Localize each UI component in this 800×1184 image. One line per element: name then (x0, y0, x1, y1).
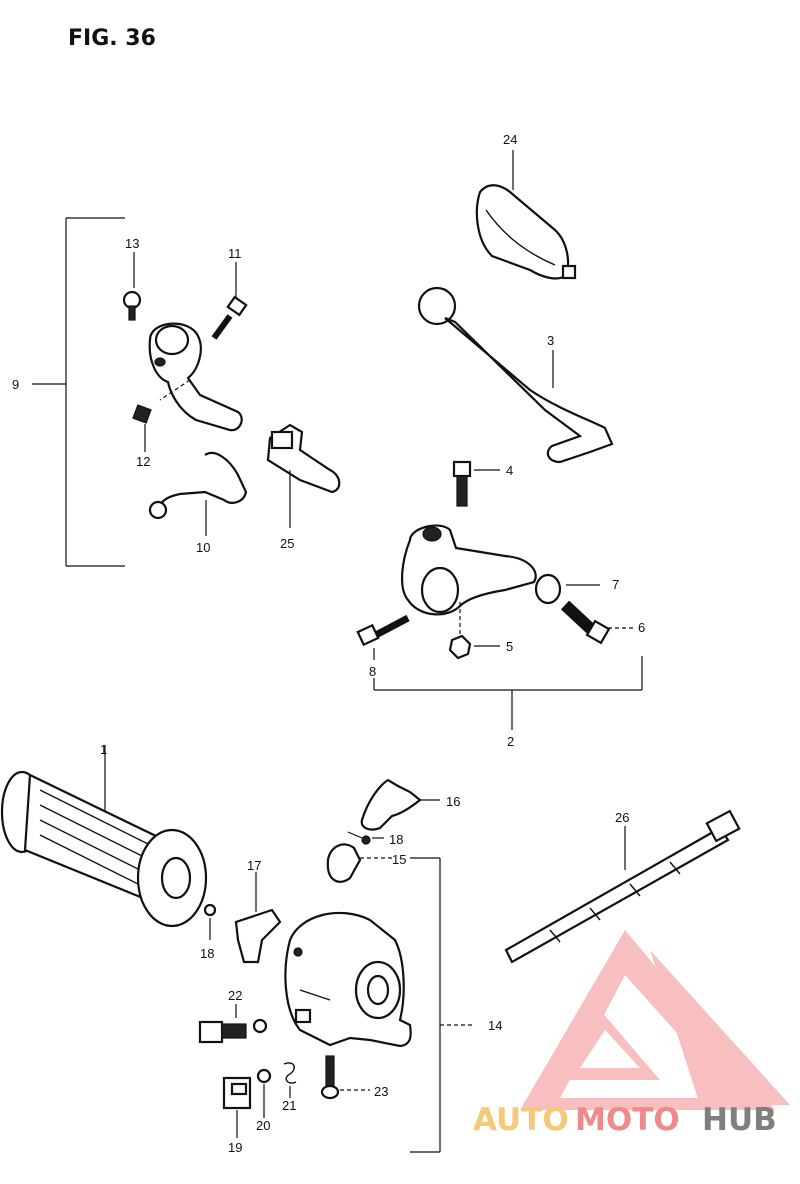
part-11-bolt (211, 262, 248, 340)
part-12-set-screw (132, 404, 152, 452)
callout-25: 25 (280, 536, 294, 551)
callout-12: 12 (136, 454, 150, 469)
part-7-washer (534, 573, 600, 605)
callout-5: 5 (506, 639, 513, 654)
watermark-part1: AUTO (473, 1102, 569, 1138)
callout-18-upper: 18 (389, 832, 403, 847)
part-10-lever (148, 451, 248, 536)
watermark-logo-icon (520, 930, 790, 1110)
callout-1: 1 (100, 742, 107, 757)
callout-17: 17 (247, 858, 261, 873)
watermark-part3: HUB (702, 1102, 777, 1138)
callout-8: 8 (369, 664, 376, 679)
part-14-switch-housing (284, 911, 412, 1048)
callout-20: 20 (256, 1118, 270, 1133)
callout-15: 15 (392, 852, 406, 867)
part-26-cable-tie (504, 809, 741, 964)
part-17-switch-plate (234, 872, 282, 964)
callout-18-lower: 18 (200, 946, 214, 961)
part-20-ball (256, 1068, 272, 1118)
callout-26: 26 (615, 810, 629, 825)
part-21-spring (283, 1062, 297, 1098)
part-16-switch-lever (360, 778, 440, 831)
watermark-part2: MOTO (575, 1102, 680, 1138)
part-2-lever-holder (400, 524, 537, 636)
callout-23: 23 (374, 1084, 388, 1099)
part-4-pivot-bolt (452, 460, 500, 507)
callout-24: 24 (503, 132, 517, 147)
callout-9: 9 (12, 377, 19, 392)
callout-16: 16 (446, 794, 460, 809)
part-18-screw-upper (347, 831, 384, 845)
part-25-lever-bracket (266, 423, 341, 528)
callout-6: 6 (638, 620, 645, 635)
callout-11: 11 (228, 246, 242, 261)
part-22-switch-contact (198, 1004, 268, 1044)
callout-7: 7 (612, 577, 619, 592)
part-13-screw (122, 252, 142, 321)
part-18-screw-lower (203, 903, 217, 940)
callout-19: 19 (228, 1140, 242, 1155)
part-19-switch-block (222, 1076, 252, 1138)
callout-10: 10 (196, 540, 210, 555)
callout-13: 13 (125, 236, 139, 251)
callout-3: 3 (547, 333, 554, 348)
watermark-text: AUTO MOTO HUB (473, 1102, 777, 1138)
callout-labels: 1 2 3 4 5 6 7 8 9 10 11 12 13 14 15 16 1… (12, 132, 645, 1155)
callout-2: 2 (507, 734, 514, 749)
bracket-9-lines (32, 217, 125, 567)
figure-title: FIG. 36 (68, 26, 156, 51)
part-23-screw (320, 1055, 370, 1100)
part-1-handlebar-grip (0, 745, 208, 928)
part-5-nut (448, 634, 500, 660)
part-8-bolt (356, 614, 410, 660)
bracket-14-lines (410, 857, 472, 1153)
part-15-switch-knob (326, 843, 392, 883)
part-24-lever-cover (475, 150, 577, 280)
part-3-clutch-lever (417, 286, 614, 464)
bracket-2-lines (373, 656, 643, 730)
part-9-lever-holder (148, 322, 243, 432)
callout-4: 4 (506, 463, 513, 478)
callout-21: 21 (282, 1098, 296, 1113)
callout-14: 14 (488, 1018, 502, 1033)
callout-22: 22 (228, 988, 242, 1003)
part-6-bolt (560, 600, 635, 645)
